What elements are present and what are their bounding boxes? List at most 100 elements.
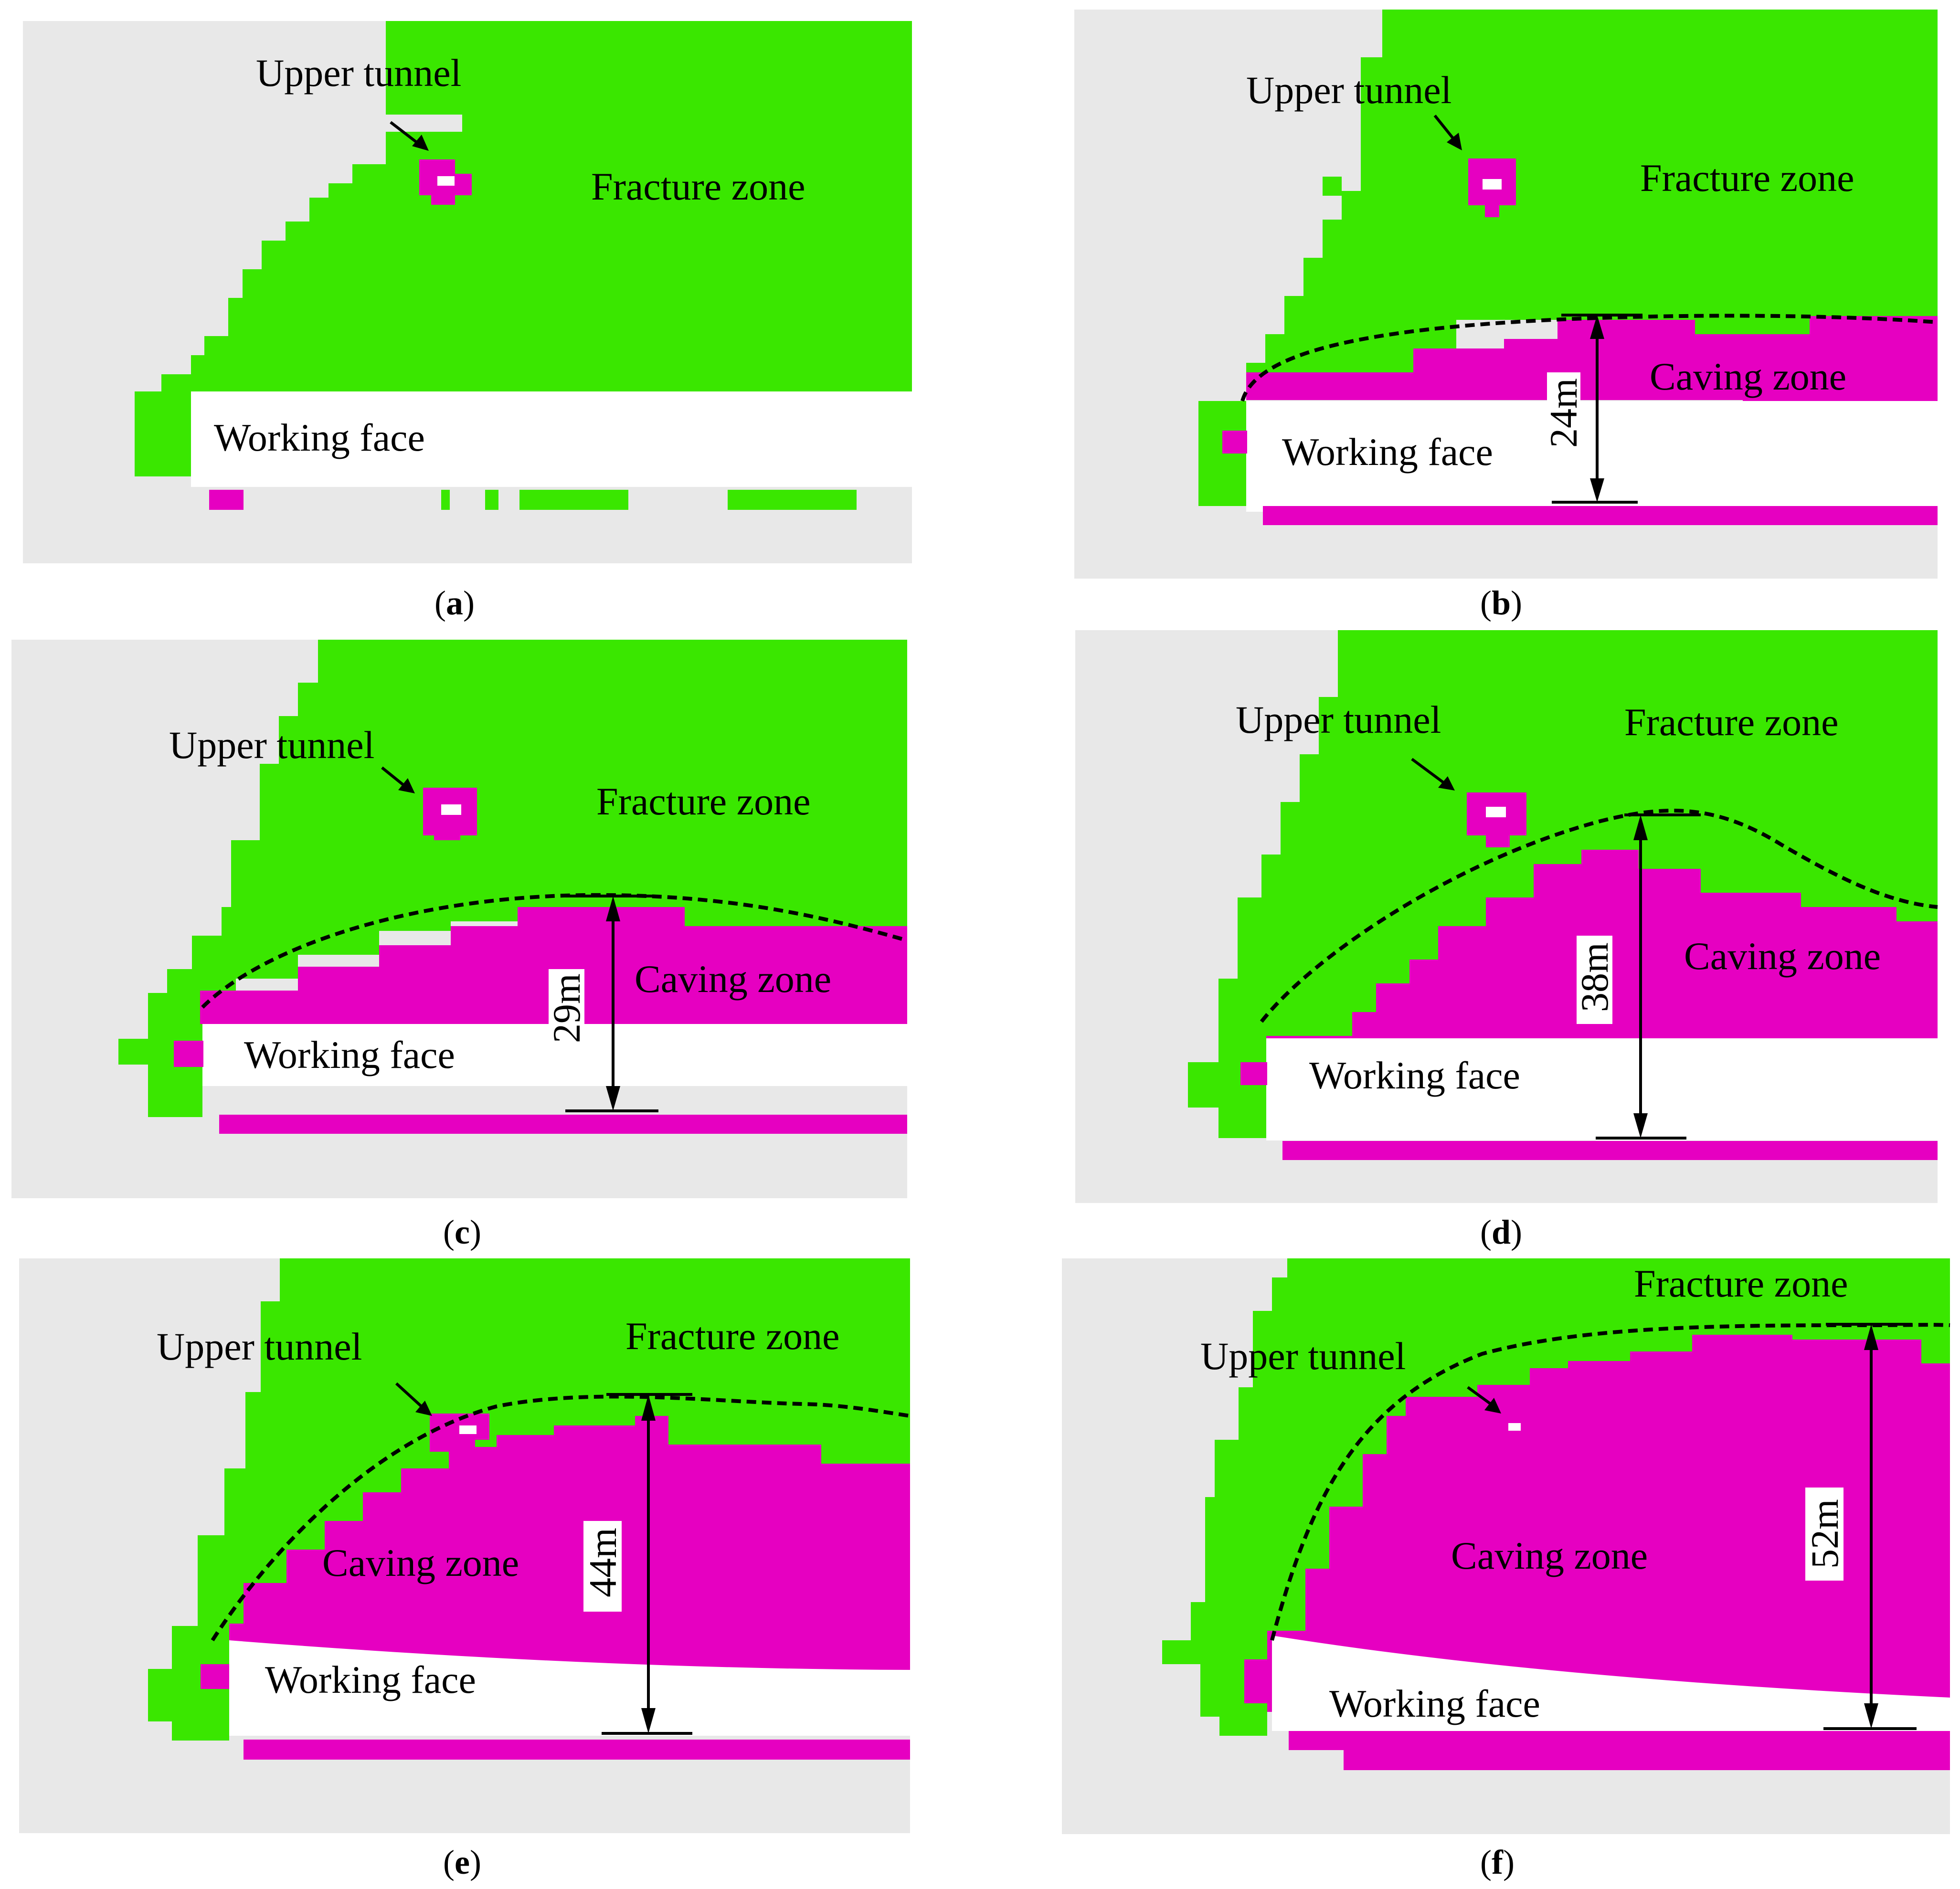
caving-zone-region bbox=[229, 1416, 910, 1672]
fracture-zone-label: Fracture zone bbox=[591, 165, 805, 208]
fracture-zone-label: Fracture zone bbox=[625, 1314, 839, 1358]
panel-b-diagram: 24m Upper tunnel Fracture zone Caving zo… bbox=[1074, 10, 1938, 579]
panel-e-caption: (e) bbox=[443, 1843, 481, 1881]
caving-zone-label: Caving zone bbox=[322, 1541, 519, 1584]
caving-height-label: 38m bbox=[1573, 942, 1616, 1012]
panel-d-diagram: 38m Upper tunnel Fracture zone Caving zo… bbox=[1075, 630, 1938, 1203]
caving-zone-label: Caving zone bbox=[1451, 1534, 1648, 1577]
working-face-region bbox=[1266, 1038, 1938, 1140]
height-arrowhead-down bbox=[1864, 1703, 1878, 1729]
panel-a-caption: (a) bbox=[434, 584, 475, 622]
caving-zone-label: Caving zone bbox=[1650, 355, 1846, 398]
upper-tunnel-arrowhead bbox=[398, 778, 415, 793]
height-arrowhead-down bbox=[1590, 478, 1604, 502]
panel-d: 38m Upper tunnel Fracture zone Caving zo… bbox=[1075, 630, 1938, 1203]
height-label-box bbox=[583, 1521, 622, 1612]
floor-fracture-strip-2 bbox=[485, 490, 498, 510]
upper-tunnel-label: Upper tunnel bbox=[1236, 698, 1441, 741]
height-label-box bbox=[549, 969, 584, 1057]
height-arrowhead-up bbox=[1864, 1324, 1878, 1350]
upper-tunnel-opening bbox=[1483, 179, 1502, 190]
working-face-region bbox=[1272, 1636, 1950, 1731]
caving-height-label: 44m bbox=[581, 1528, 625, 1597]
height-arrowhead-down bbox=[1633, 1113, 1648, 1138]
fracture-zone-left-step bbox=[161, 374, 195, 393]
working-face-label: Working face bbox=[214, 416, 425, 459]
panel-d-caption: (d) bbox=[1480, 1213, 1523, 1251]
panel-f: 52m Upper tunnel Fracture zone Caving zo… bbox=[1062, 1258, 1950, 1834]
panel-e: 44m Upper tunnel Fracture zone Caving zo… bbox=[19, 1258, 911, 1833]
upper-tunnel-label: Upper tunnel bbox=[157, 1325, 362, 1368]
caving-zone-label: Caving zone bbox=[1684, 934, 1881, 978]
fracture-zone-region bbox=[118, 640, 907, 1117]
upper-tunnel-opening bbox=[459, 1425, 477, 1434]
upper-tunnel-opening bbox=[1486, 807, 1506, 817]
height-arrowhead-up bbox=[1590, 315, 1604, 339]
panel-c: 29m Upper tunnel Fracture zone Caving zo… bbox=[11, 640, 908, 1198]
panel-e-diagram: 44m Upper tunnel Fracture zone Caving zo… bbox=[19, 1258, 911, 1833]
height-arrowhead-down bbox=[606, 1086, 620, 1111]
upper-tunnel-arrow bbox=[395, 1382, 425, 1410]
floor-fracture-strip-1 bbox=[441, 490, 450, 510]
working-face-label: Working face bbox=[265, 1658, 476, 1701]
floor-fracture-strip-3 bbox=[519, 490, 628, 510]
upper-tunnel-label: Upper tunnel bbox=[1200, 1334, 1406, 1378]
working-face-label: Working face bbox=[1329, 1682, 1540, 1725]
working-face-region bbox=[191, 391, 912, 487]
floor-caving-strip bbox=[244, 1740, 910, 1760]
upper-tunnel-opening bbox=[437, 176, 455, 186]
panel-f-caption: (f) bbox=[1480, 1843, 1515, 1881]
panel-b-caption: (b) bbox=[1480, 584, 1523, 622]
fracture-zone-region bbox=[1188, 630, 1938, 1138]
upper-tunnel-label: Upper tunnel bbox=[256, 51, 461, 95]
upper-tunnel-gap bbox=[386, 115, 462, 132]
fracture-zone-region bbox=[191, 21, 912, 391]
height-label-box bbox=[1547, 372, 1580, 454]
fracture-zone-region bbox=[1198, 10, 1938, 506]
left-caving-block bbox=[1240, 1062, 1267, 1085]
panel-c-caption: (c) bbox=[443, 1213, 481, 1251]
upper-tunnel-arrowhead bbox=[1438, 776, 1455, 791]
caving-zone-region bbox=[1246, 316, 1938, 406]
upper-tunnel-label: Upper tunnel bbox=[1246, 68, 1451, 112]
caving-zone-region bbox=[1267, 1335, 1950, 1717]
fracture-zone-region bbox=[148, 1258, 910, 1741]
height-label-box bbox=[1577, 936, 1612, 1024]
upper-tunnel-arrow bbox=[381, 766, 408, 789]
caving-boundary-curve bbox=[211, 1394, 911, 1642]
left-caving-block bbox=[174, 1041, 203, 1067]
working-face-label: Working face bbox=[244, 1033, 455, 1076]
floor-caving-strip bbox=[1282, 1141, 1938, 1160]
floor-caving-strip bbox=[1289, 1731, 1950, 1770]
panel-f-diagram: 52m Upper tunnel Fracture zone Caving zo… bbox=[1062, 1258, 1950, 1834]
upper-tunnel-arrowhead bbox=[412, 135, 429, 151]
working-face-region bbox=[1246, 401, 1938, 512]
floor-fracture-strip-4 bbox=[728, 490, 857, 510]
fracture-zone-left-block bbox=[135, 391, 192, 476]
upper-tunnel-opening bbox=[441, 804, 461, 815]
caving-height-label: 29m bbox=[545, 973, 588, 1043]
caving-zone-label: Caving zone bbox=[635, 957, 831, 1001]
caving-height-label: 52m bbox=[1803, 1499, 1846, 1569]
upper-tunnel-opening bbox=[1508, 1423, 1521, 1431]
caving-zone-region bbox=[200, 907, 907, 1024]
height-arrowhead-up bbox=[1633, 815, 1648, 840]
working-face-region bbox=[229, 1640, 910, 1736]
upper-tunnel-arrow bbox=[1467, 1386, 1495, 1408]
caving-height-label: 24m bbox=[1542, 378, 1585, 448]
fracture-zone-label: Fracture zone bbox=[1634, 1262, 1848, 1305]
upper-tunnel-arrowhead bbox=[1484, 1398, 1501, 1414]
height-arrowhead-up bbox=[606, 896, 620, 921]
panel-b: 24m Upper tunnel Fracture zone Caving zo… bbox=[1074, 10, 1938, 579]
upper-tunnel-label: Upper tunnel bbox=[169, 723, 374, 767]
upper-tunnel-arrow bbox=[1411, 758, 1446, 785]
caving-boundary-curve bbox=[1270, 1323, 1950, 1641]
fracture-zone-label: Fracture zone bbox=[1624, 700, 1838, 744]
caving-boundary-curve bbox=[1260, 809, 1938, 1023]
fracture-zone-region bbox=[1162, 1258, 1950, 1736]
upper-tunnel-arrowhead bbox=[415, 1401, 432, 1416]
panel-c-diagram: 29m Upper tunnel Fracture zone Caving zo… bbox=[11, 640, 908, 1198]
floor-caving-strip bbox=[209, 490, 244, 510]
fracture-zone-label: Fracture zone bbox=[596, 780, 810, 823]
left-caving-block bbox=[201, 1664, 229, 1689]
